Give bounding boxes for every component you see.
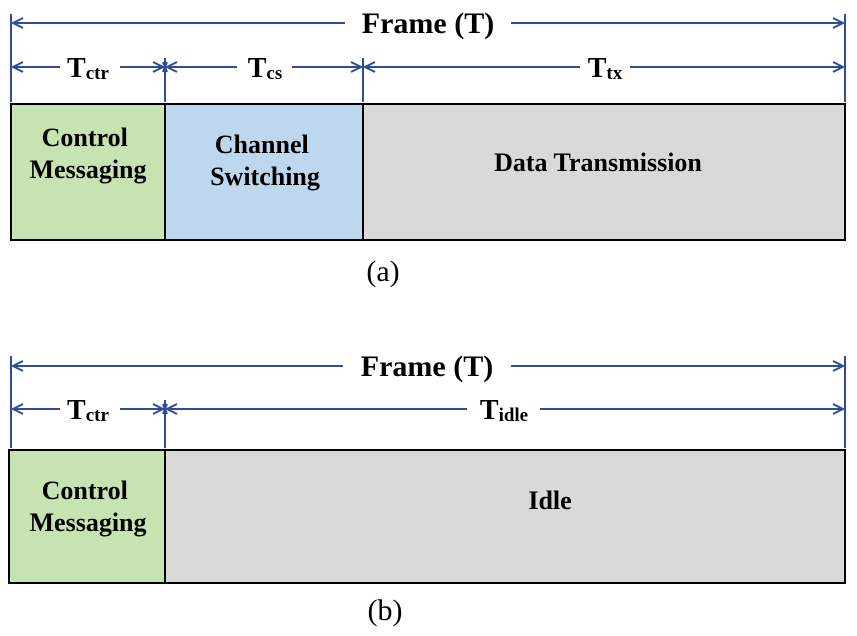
t-ctr-label-b: Tctr	[67, 395, 109, 426]
caption-b: (b)	[368, 594, 403, 627]
frame-label-b: Frame (T)	[361, 350, 493, 383]
idle-text-b: Idle	[528, 486, 571, 515]
t-tx-label-a: Ttx	[588, 53, 623, 84]
segment-dimensions-b: Tctr Tidle	[13, 395, 843, 448]
channel-switching-text-a: Channel Switching	[210, 130, 320, 191]
t-ctr-label-a: Tctr	[67, 53, 109, 84]
t-cs-label-a: Tcs	[248, 53, 283, 84]
idle-block-b	[164, 449, 846, 584]
frame-dimension-a: Frame (T)	[10, 7, 846, 102]
frame-label-a: Frame (T)	[362, 7, 494, 40]
control-messaging-text-a: Control Messaging	[30, 123, 147, 184]
diagram-a: Frame (T) Tctr Tcs Ttx Control Messaging	[10, 7, 846, 288]
control-messaging-block-b	[8, 449, 166, 584]
data-transmission-block-a	[362, 103, 846, 241]
control-messaging-text-b: Control Messaging	[30, 476, 147, 537]
data-transmission-text-a: Data Transmission	[494, 148, 702, 177]
caption-a: (a)	[366, 255, 399, 288]
diagram-b: Frame (T) Tctr Tidle Control Messaging I…	[8, 350, 846, 627]
t-idle-label-b: Tidle	[480, 395, 528, 426]
frame-dimension-b: Frame (T)	[10, 350, 846, 448]
segment-dimensions-a: Tctr Tcs Ttx	[13, 53, 843, 102]
